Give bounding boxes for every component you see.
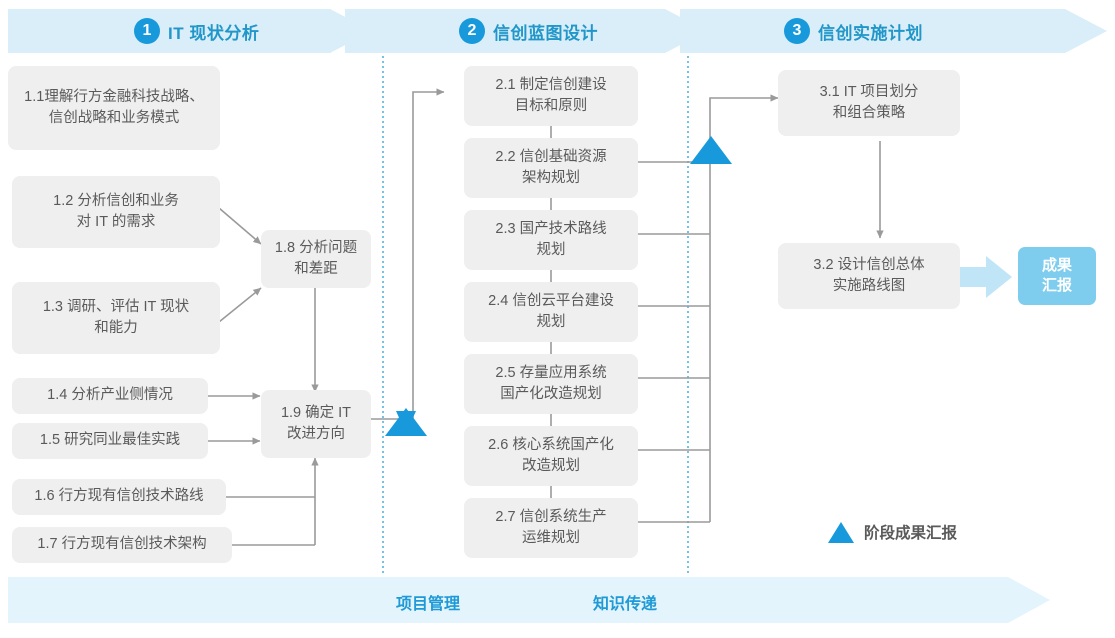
- phase-title-1: IT 现状分析: [168, 23, 260, 43]
- phase-number-2: 2: [459, 18, 485, 44]
- outcome-report-badge[interactable]: 成果 汇报: [1018, 247, 1096, 305]
- phase-header-3[interactable]: 3 信创实施计划: [784, 9, 923, 53]
- phase-header-2[interactable]: 2 信创蓝图设计: [459, 9, 598, 53]
- process-box-2-2[interactable]: 2.2 信创基础资源 架构规划: [464, 138, 638, 198]
- bottom-band-label-project-management: 项目管理: [396, 596, 461, 613]
- process-box-1-1[interactable]: 1.1理解行方金融科技战略、 信创战略和业务模式: [8, 66, 220, 150]
- process-box-2-1[interactable]: 2.1 制定信创建设 目标和原则: [464, 66, 638, 126]
- process-box-1-8[interactable]: 1.8 分析问题 和差距: [261, 230, 371, 288]
- milestone-triangle-icon: [828, 521, 854, 543]
- process-box-1-6[interactable]: 1.6 行方现有信创技术路线: [12, 479, 226, 515]
- process-box-3-2[interactable]: 3.2 设计信创总体 实施路线图: [778, 243, 960, 309]
- phase-header-1[interactable]: 1 IT 现状分析: [134, 9, 259, 53]
- phase2-to-phase3-bus: [638, 94, 779, 523]
- process-box-1-4[interactable]: 1.4 分析产业侧情况: [12, 378, 208, 414]
- phase-title-2: 信创蓝图设计: [493, 23, 598, 43]
- process-box-2-6[interactable]: 2.6 核心系统国产化 改造规划: [464, 426, 638, 486]
- process-box-2-7[interactable]: 2.7 信创系统生产 运维规划: [464, 498, 638, 558]
- process-box-1-9[interactable]: 1.9 确定 IT 改进方向: [261, 390, 371, 458]
- process-box-2-5[interactable]: 2.5 存量应用系统 国产化改造规划: [464, 354, 638, 414]
- legend-milestone: 阶段成果汇报: [828, 521, 957, 543]
- phase-divider-dotted: [382, 56, 689, 574]
- process-box-3-1[interactable]: 3.1 IT 项目划分 和组合策略: [778, 70, 960, 136]
- process-box-1-2[interactable]: 1.2 分析信创和业务 对 IT 的需求: [12, 176, 220, 248]
- process-box-1-7[interactable]: 1.7 行方现有信创技术架构: [12, 527, 232, 563]
- bottom-band-label-knowledge-transfer: 知识传递: [593, 596, 658, 613]
- process-box-1-3[interactable]: 1.3 调研、评估 IT 现状 和能力: [12, 282, 220, 354]
- legend-milestone-label: 阶段成果汇报: [864, 525, 958, 542]
- process-box-2-4[interactable]: 2.4 信创云平台建设 规划: [464, 282, 638, 342]
- bottom-band: [8, 577, 1050, 623]
- milestone-triangles: [385, 136, 732, 436]
- phase-title-3: 信创实施计划: [818, 23, 923, 43]
- process-box-1-5[interactable]: 1.5 研究同业最佳实践: [12, 423, 208, 459]
- phase-number-3: 3: [784, 18, 810, 44]
- phase1-connectors: [207, 88, 445, 546]
- phase-number-1: 1: [134, 18, 160, 44]
- process-box-2-3[interactable]: 2.3 国产技术路线 规划: [464, 210, 638, 270]
- phase-header-bands: [8, 9, 1107, 53]
- outcome-arrow: [955, 256, 1012, 298]
